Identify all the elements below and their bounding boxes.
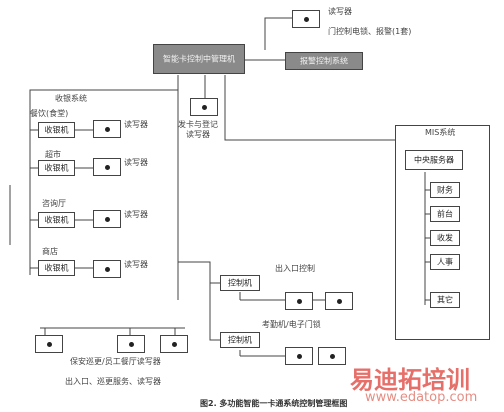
member-reader-device [190,98,218,116]
reader-shop [93,260,121,278]
center-controller: 智能卡控制中管理机 [153,44,245,74]
top-reader-device [292,10,320,28]
pos-terminal-restaurant: 收银机 [38,122,75,138]
mis-item-mail: 收发 [430,230,460,246]
alarm-system: 报警控制系统 [285,52,363,70]
member-reader-label: 发卡与登记 读写器 [178,120,218,139]
pos-system-title: 收银系统 [55,94,87,103]
reader-label-restaurant: 读写器 [124,120,148,129]
reader-hall [93,210,121,228]
access-title: 出入口控制 [275,264,315,273]
reader-label-hall: 读写器 [124,210,148,219]
bottom-reader-2 [117,335,145,353]
attendance-title: 考勤机/电子门锁 [262,320,321,329]
top-reader-label: 读写器 [328,7,352,16]
hall-label: 咨询厅 [42,199,66,208]
mis-item-front: 前台 [430,206,460,222]
pos-terminal-hall: 收银机 [38,212,75,228]
bottom-reader-1 [35,335,63,353]
mis-item-finance: 财务 [430,182,460,198]
mis-item-other: 其它 [430,292,460,308]
watermark-text: 易迪拓培训 [350,366,470,394]
restaurant-label: 餐饮(食堂) [30,109,69,118]
mis-item-hr: 人事 [430,254,460,270]
attendance-reader-2 [318,347,346,365]
access-reader-1 [285,292,313,310]
bottom-note-2: 出入口、巡更服务、读写器 [65,377,161,386]
reader-restaurant [93,120,121,138]
shop-label: 商店 [42,247,58,256]
figure-caption: 图2. 多功能智能一卡通系统控制管理框图 [200,399,348,408]
mis-system [395,125,490,340]
mis-title: MIS系统 [425,128,456,137]
pos-terminal-store: 收银机 [38,160,75,176]
mis-central-server: 中央服务器 [405,150,463,170]
access-controller: 控制机 [220,275,260,291]
reader-label-store: 读写器 [124,158,148,167]
access-reader-2 [325,292,353,310]
pos-terminal-shop: 收银机 [38,260,75,276]
store-label: 超市 [45,150,61,159]
attendance-reader-1 [285,347,313,365]
reader-store [93,158,121,176]
attendance-controller: 控制机 [220,332,260,348]
bottom-note-1: 保安巡更/员工餐厅读写器 [70,357,161,366]
reader-label-shop: 读写器 [124,260,148,269]
top-reader-note: 门控制电锁、报警(1套) [328,27,412,36]
bottom-reader-3 [160,335,188,353]
watermark-url: www.edatop.com [365,390,478,405]
